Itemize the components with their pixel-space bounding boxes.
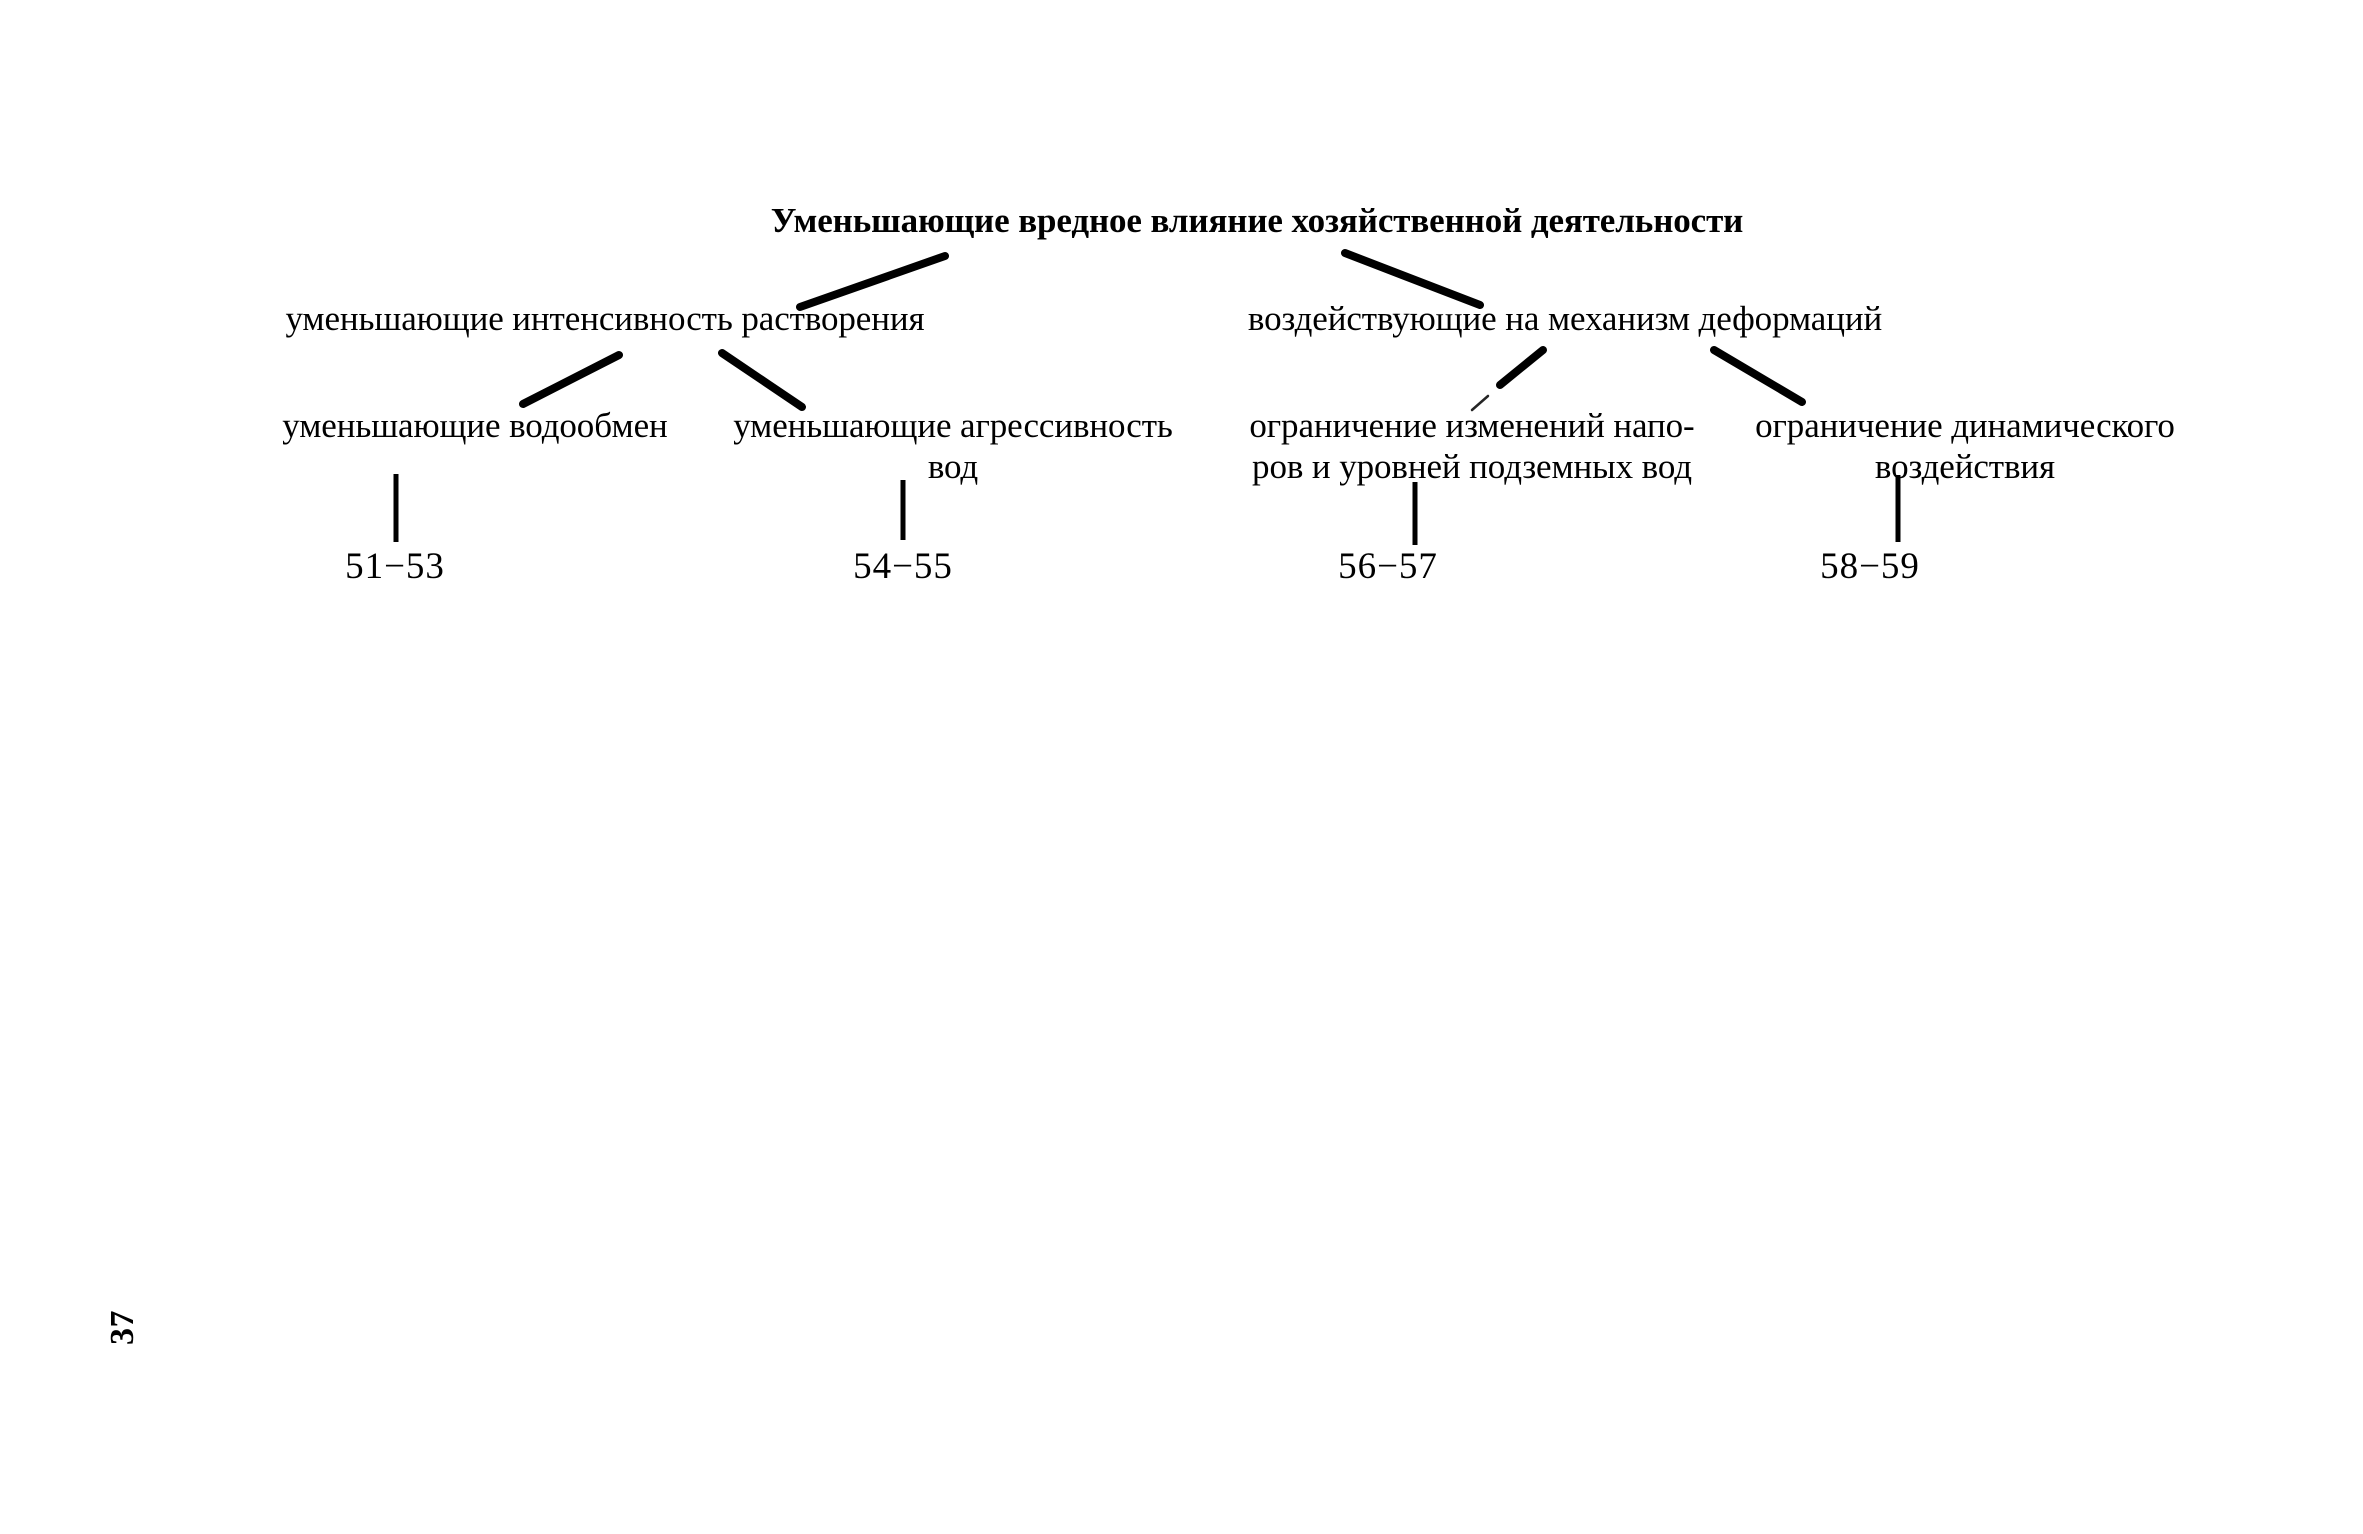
diagram-node-heads-levels-line2: ров и уровней подземных вод: [1252, 447, 1692, 487]
connector-dissolution-to-aggressiveness: [718, 349, 806, 411]
diagram-node-root: Уменьшающие вредное влияние хозяйственно…: [770, 201, 1744, 240]
diagram-node-heads-levels: ограничение изменений напо- ров и уровне…: [1222, 405, 1722, 488]
reference-number-water-exchange: 51−53: [345, 546, 445, 587]
diagram-node-water-exchange: уменьшающие водообмен: [282, 406, 668, 445]
diagram-node-heads-levels-line1: ограничение изменений напо-: [1249, 406, 1695, 445]
diagram-node-dissolution: уменьшающие интенсивность растворения: [285, 299, 925, 338]
reference-number-heads-levels: 56−57: [1338, 546, 1438, 587]
connector-deformation-to-dynamic: [1710, 346, 1806, 406]
connector-deformation-to-heads-levels: [1496, 346, 1547, 389]
diagram-node-aggressiveness: уменьшающие агрессивность вод: [733, 406, 1173, 487]
page-number: 37: [104, 1310, 141, 1345]
diagram-node-deformation: воздействующие на механизм деформаций: [1247, 299, 1883, 338]
diagram-node-dynamic: ограничение динамического воздействия: [1755, 406, 2175, 487]
reference-number-dynamic: 58−59: [1820, 546, 1920, 587]
connector-dissolution-to-water-exchange: [519, 351, 623, 408]
reference-number-aggressiveness: 54−55: [853, 546, 953, 587]
